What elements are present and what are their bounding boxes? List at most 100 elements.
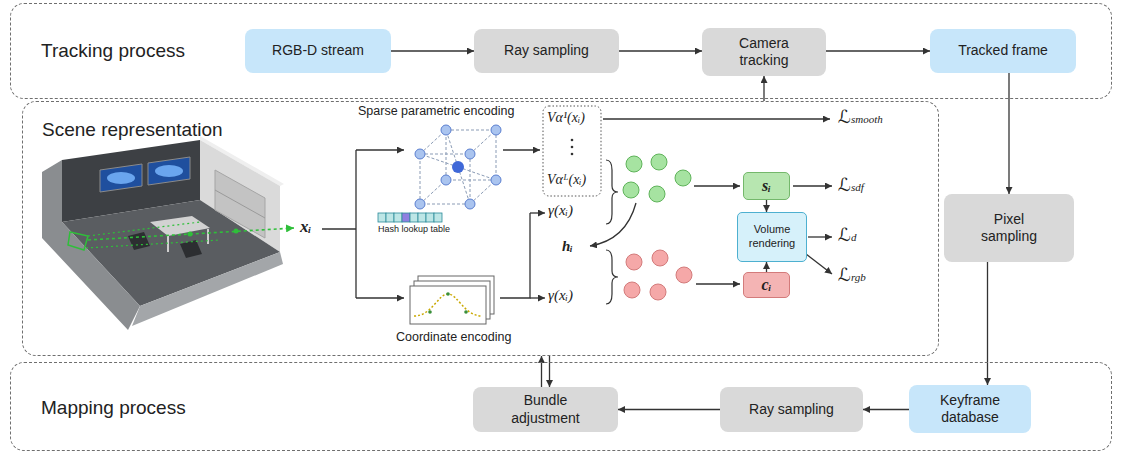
- coordinate-encoding-figure: [446, 292, 450, 296]
- process-box: Pixel sampling: [944, 194, 1074, 262]
- room-illustration: [128, 232, 150, 250]
- feature-group-box: [543, 106, 601, 196]
- process-region: Mapping processKeyframe databaseRay samp…: [10, 362, 1112, 451]
- hash-lookup-table: [402, 213, 410, 222]
- network-arrows: [603, 118, 830, 119]
- region-title: Scene representation: [42, 119, 223, 141]
- coordinate-encoding-figure: [410, 276, 494, 324]
- math-symbol: hᵢ: [562, 238, 573, 255]
- hash-lookup-table: [386, 213, 394, 222]
- hash-grid-cube: [465, 149, 475, 159]
- process-region: Tracking process RGB-D stream Ray sampling…: [10, 3, 1112, 99]
- room-illustration: [148, 157, 190, 185]
- hash-grid-cube: [452, 161, 464, 173]
- box-text: RGB-D stream: [272, 42, 364, 60]
- color-mlp: [652, 250, 668, 266]
- brace: [606, 160, 618, 224]
- flow-arrow: [763, 76, 764, 101]
- math-symbol: xᵢ: [300, 217, 311, 237]
- math-symbol: γ(xᵢ): [548, 202, 573, 219]
- hash-grid-cube: [491, 125, 501, 135]
- geometry-mlp: [626, 156, 642, 172]
- feature-group-box: [543, 106, 601, 196]
- network-arrows: [590, 119, 832, 284]
- scene-region: Scene representation sᵢVolume rendering cᵢ: [22, 101, 939, 356]
- color-mlp: [624, 250, 692, 300]
- color-output-box: cᵢ: [743, 272, 790, 298]
- room-illustration: [42, 136, 294, 330]
- process-box: Tracked frame: [930, 29, 1076, 73]
- hash-lookup-table: [378, 213, 442, 222]
- room-illustration: [234, 229, 239, 234]
- hash-grid-cube: [415, 199, 425, 209]
- coordinate-encoding-figure: [410, 286, 486, 324]
- component-label: Sparse parametric encoding: [358, 104, 514, 118]
- hash-grid-cube: [415, 125, 501, 209]
- geometry-mlp: [651, 154, 667, 170]
- render-box: Volume rendering: [737, 212, 807, 262]
- room-illustration: [180, 240, 202, 258]
- math-symbol: γ(xᵢ): [548, 287, 573, 304]
- flow-arrow: [766, 262, 767, 272]
- flow-arrow: [391, 50, 474, 51]
- input-branch: [356, 297, 404, 298]
- encoding-arrows: [530, 212, 545, 213]
- room-illustration: [215, 170, 265, 238]
- box-text: cᵢ: [762, 275, 772, 295]
- flow-arrow: [1008, 73, 1009, 194]
- input-branch: [356, 149, 404, 150]
- hash-grid-cube: [441, 175, 451, 185]
- math-symbol: Vαᴸ(xᵢ): [547, 172, 586, 188]
- room-illustration: [68, 232, 88, 250]
- loss-term: ℒsdf: [838, 175, 864, 196]
- encoding-arrows: [500, 150, 545, 298]
- loss-term: ℒd: [838, 225, 856, 246]
- geometry-mlp: [623, 182, 639, 198]
- input-branch: [322, 150, 356, 298]
- room-illustration: [167, 236, 169, 252]
- process-box: Ray sampling: [720, 387, 863, 432]
- flow-arrow: [541, 356, 542, 387]
- feature-group-box: [571, 139, 574, 142]
- box-text: Ray sampling: [504, 42, 589, 60]
- brace: [606, 250, 618, 304]
- room-illustration: [207, 229, 209, 244]
- geometry-mlp: [675, 170, 691, 186]
- hash-grid-cube: [491, 175, 501, 185]
- box-text: Volume rendering: [741, 223, 803, 251]
- hash-lookup-table: [394, 213, 402, 222]
- room-illustration: [86, 240, 220, 248]
- region-title: Tracking process: [41, 40, 185, 62]
- component-label: Coordinate encoding: [396, 330, 511, 344]
- encoding-arrows: [500, 213, 530, 298]
- network-arrows: [806, 254, 832, 274]
- hash-grid-cube: [446, 130, 496, 180]
- network-arrows: [694, 185, 740, 186]
- room-illustration: [100, 164, 142, 192]
- flow-arrow: [618, 409, 720, 410]
- box-text: Keyframe database: [925, 392, 1015, 427]
- network-arrows: [808, 236, 832, 237]
- hash-grid-cube: [415, 149, 425, 159]
- process-box: RGB-D stream: [245, 29, 391, 73]
- coordinate-encoding-figure: [414, 294, 482, 316]
- color-mlp: [626, 254, 642, 270]
- process-box: Bundle adjustment: [473, 387, 618, 432]
- color-mlp: [676, 267, 692, 283]
- box-text: Pixel sampling: [974, 211, 1044, 246]
- room-illustration: [215, 190, 265, 218]
- box-text: sᵢ: [762, 176, 771, 196]
- box-text: Tracked frame: [958, 42, 1048, 60]
- loss-term: ℒrgb: [838, 265, 866, 286]
- room-illustration: [132, 252, 283, 326]
- encoding-arrows: [503, 149, 540, 150]
- network-arrows: [793, 185, 832, 186]
- sdf-output-box: sᵢ: [743, 172, 790, 200]
- color-mlp: [624, 282, 640, 298]
- hash-lookup-table: [426, 213, 434, 222]
- coordinate-encoding-figure: [464, 310, 468, 314]
- process-box: Camera tracking: [702, 28, 826, 76]
- hash-grid-cube: [420, 130, 496, 204]
- box-text: Ray sampling: [749, 401, 834, 419]
- loss-term: ℒsmooth: [838, 107, 883, 128]
